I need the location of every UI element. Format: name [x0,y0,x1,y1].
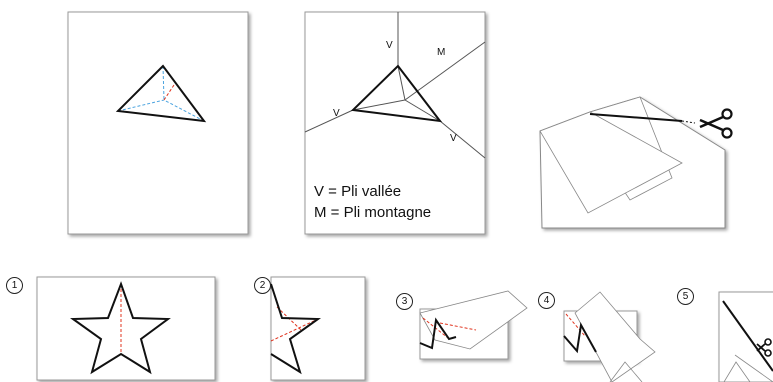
step-3-drawing [419,290,528,360]
fold-legend: V = Pli vallée M = Pli montagne [314,181,431,223]
step-2-drawing [270,276,366,381]
fold-label-m-right: M [437,47,446,58]
legend-valley-fold: V = Pli vallée [314,183,402,200]
step-number-1: 1 [6,277,23,294]
fold-label-v-left: V [333,108,340,119]
step-5-drawing [718,291,773,382]
fold-label-v-top: V [386,40,393,51]
legend-mountain-fold: M = Pli montagne [314,204,432,221]
step-number-2: 2 [254,277,271,294]
step-1-drawing [36,276,216,381]
step-number-3: 3 [396,293,413,310]
fold-label-v-bottom: V [450,133,457,144]
sheet-triangle-folds [67,11,249,235]
step-number-4: 4 [538,292,555,309]
folded-paper-cut [539,96,726,229]
step-4-drawing [563,291,656,382]
scissors-icon [699,108,733,139]
scissors-icon-small [756,338,772,357]
sheet-fold-lines [304,11,486,235]
step-number-5: 5 [677,288,694,305]
